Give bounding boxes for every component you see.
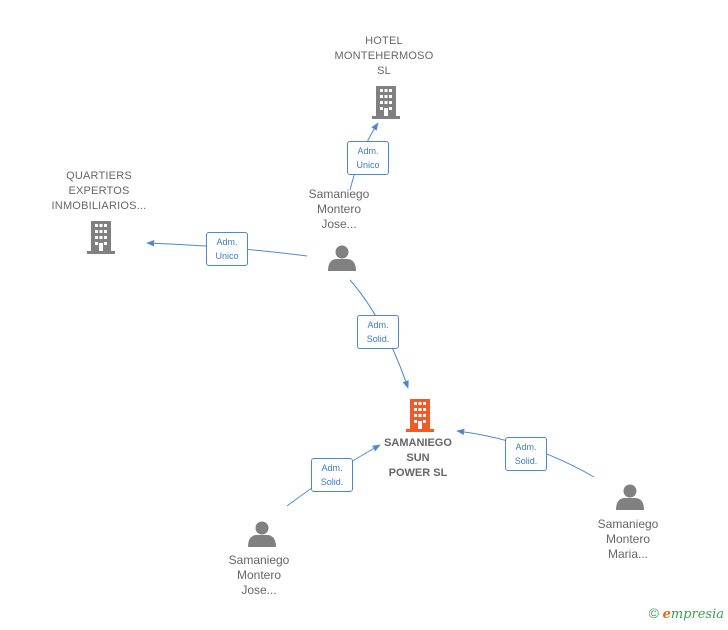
edge-label-line: Adm. (515, 442, 537, 452)
edge-label-samaniego-sun-left: Adm. Solid. (311, 458, 353, 492)
edge-label-samaniego-sun-top: Adm. Solid. (357, 315, 399, 349)
quartiers-building-icon[interactable] (87, 221, 115, 254)
person-top-label-line: Montero (316, 202, 362, 216)
edge-label-line: Unico (356, 160, 380, 170)
person-bottom-left-label-line: Jose... (241, 583, 277, 597)
hotel-label[interactable]: HOTEL MONTEHERMOSO SL (324, 34, 444, 79)
samaniego-sun-label-line: SUN (406, 452, 430, 464)
person-bottom-left-icon[interactable] (248, 521, 276, 548)
hotel-label-line: MONTEHERMOSO (334, 50, 434, 62)
person-top-label-line: Jose... (321, 217, 357, 231)
person-bottom-left-label-line: Samaniego (228, 553, 290, 567)
copyright-notice[interactable]: © empresia (649, 605, 724, 622)
edge-label-hotel: Adm. Unico (347, 141, 389, 175)
person-top-label-line: Samaniego (308, 187, 370, 201)
person-top-icon[interactable] (328, 245, 356, 272)
quartiers-label[interactable]: QUARTIERS EXPERTOS INMOBILIARIOS... (34, 169, 164, 214)
edge-label-line: Solid. (514, 456, 538, 466)
edge-label-line: Adm. (216, 237, 238, 247)
edge-label-line: Adm. (367, 320, 389, 330)
person-bottom-left-label-line: Montero (236, 568, 282, 582)
quartiers-label-line: EXPERTOS (68, 185, 130, 197)
hotel-building-icon[interactable] (372, 86, 400, 119)
samaniego-sun-label-line: SAMANIEGO (384, 437, 452, 449)
person-right-label-line: Samaniego (597, 517, 659, 531)
edge-label-line: Solid. (366, 334, 390, 344)
samaniego-sun-building-icon[interactable] (406, 399, 434, 432)
person-right-label-line: Maria... (607, 547, 648, 561)
quartiers-label-line: QUARTIERS (66, 170, 132, 182)
person-right-label[interactable]: Samaniego Montero Maria... (583, 517, 673, 562)
empresia-logo: empresia (663, 607, 724, 622)
quartiers-label-line: INMOBILIARIOS... (51, 200, 147, 212)
person-right-icon[interactable] (616, 484, 644, 511)
hotel-label-line: SL (377, 65, 391, 77)
edge-label-line: Solid. (320, 477, 344, 487)
edge-label-line: Unico (215, 251, 239, 261)
copyright-icon: © (648, 605, 659, 621)
person-top-label[interactable]: Samaniego Montero Jose... (294, 187, 384, 232)
edge-label-samaniego-sun-right: Adm. Solid. (505, 437, 547, 471)
person-bottom-left-label[interactable]: Samaniego Montero Jose... (214, 553, 304, 598)
empresia-logo-e: e (662, 607, 671, 622)
hotel-label-line: HOTEL (365, 35, 403, 47)
edge-label-line: Adm. (357, 146, 379, 156)
edge-label-line: Adm. (321, 463, 343, 473)
empresia-logo-text: mpresia (670, 607, 724, 622)
samaniego-sun-label[interactable]: SAMANIEGO SUN POWER SL (358, 436, 478, 481)
samaniego-sun-label-line: POWER SL (388, 467, 448, 479)
edge-label-quartiers: Adm. Unico (206, 232, 248, 266)
person-right-label-line: Montero (605, 532, 651, 546)
